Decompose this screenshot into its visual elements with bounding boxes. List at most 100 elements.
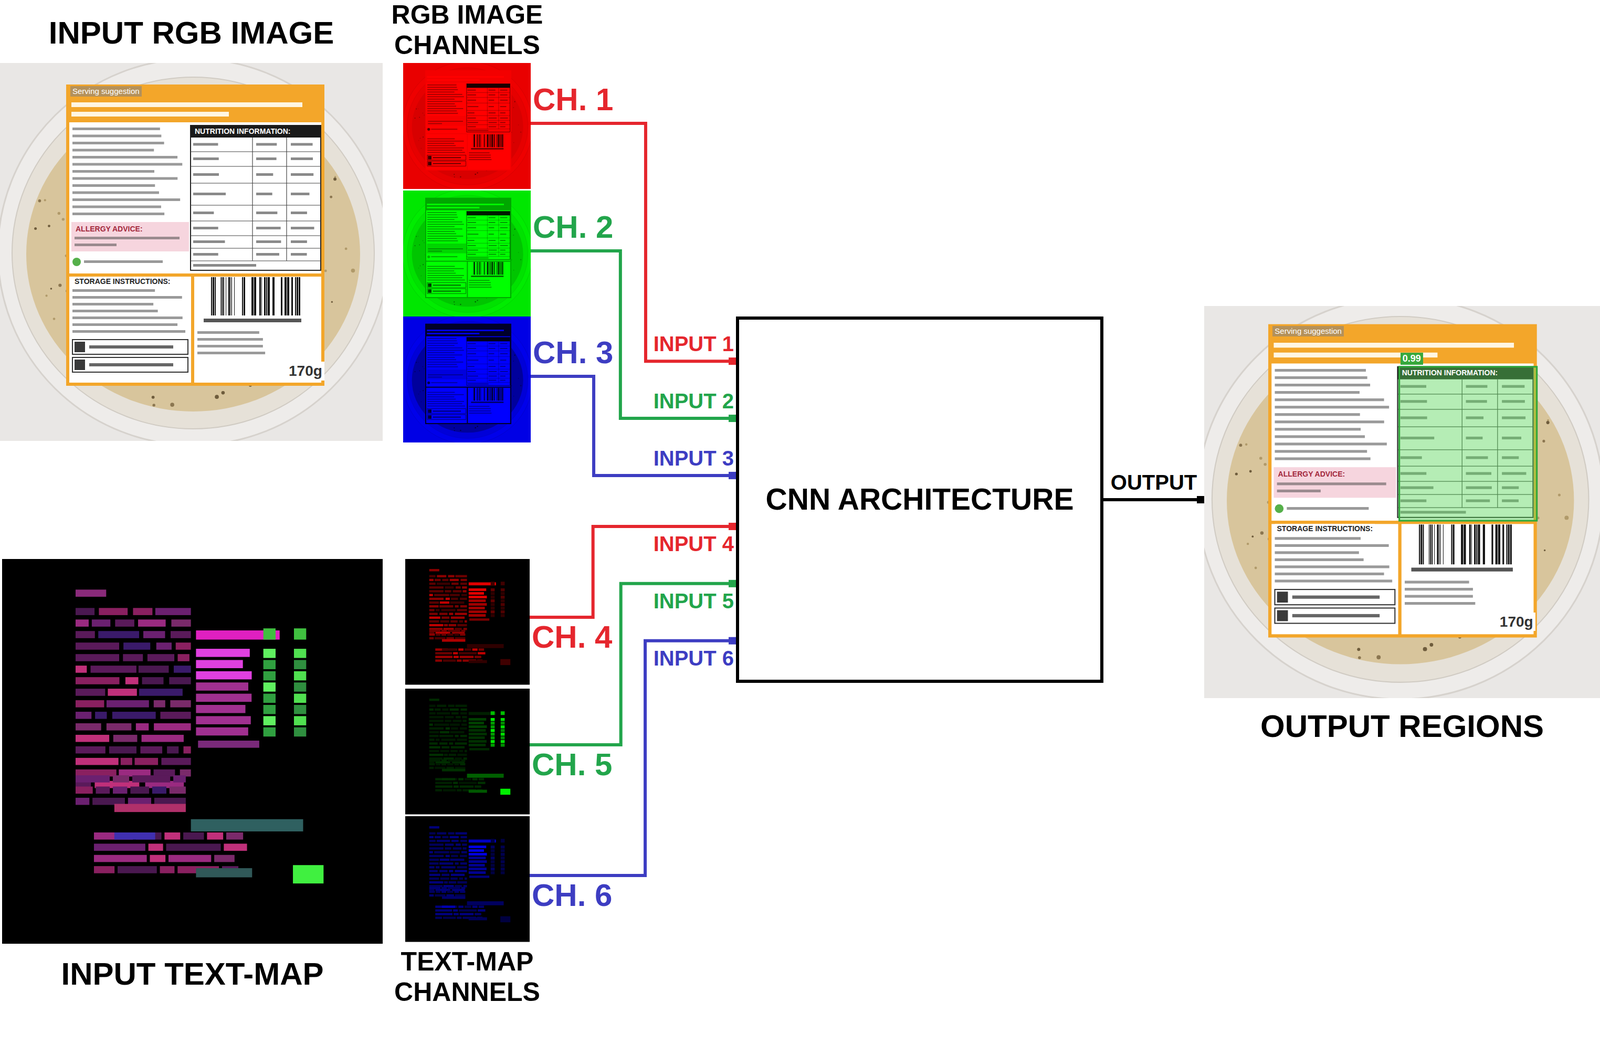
text-region <box>477 651 486 655</box>
barcode-bar <box>498 261 500 275</box>
ingredient-line <box>72 198 181 202</box>
table-rule <box>498 341 499 383</box>
text-region <box>464 648 472 651</box>
dip-speck <box>418 140 419 141</box>
producer-line <box>468 279 490 281</box>
barcode-bar <box>487 134 489 147</box>
table-cell-mark <box>488 222 496 224</box>
barcode-bar <box>231 277 233 316</box>
nutrition-header <box>466 337 511 342</box>
text-region <box>75 589 107 597</box>
text-region <box>429 620 440 623</box>
text-region <box>293 693 307 703</box>
ingredient-line <box>427 218 455 220</box>
ingredient-line <box>427 91 455 93</box>
vegetarian-icon <box>72 257 81 267</box>
barcode-bar <box>266 277 268 316</box>
barcode-bar <box>1429 524 1431 565</box>
text-region <box>75 688 105 697</box>
text-region <box>441 639 466 642</box>
table-rule <box>466 247 511 249</box>
recycle-icon <box>427 155 432 160</box>
ingredient-line <box>427 108 463 110</box>
nutrition-table <box>466 337 511 386</box>
recycle-box <box>1275 607 1396 624</box>
table-rule <box>466 124 511 125</box>
barcode-bar <box>476 261 477 275</box>
dip-speck <box>417 361 419 363</box>
table-cell-mark <box>500 99 508 101</box>
nutrition-header <box>466 83 511 89</box>
dip-speck <box>1564 515 1569 520</box>
table-cell-mark <box>467 217 477 219</box>
barcode-bar <box>487 134 488 147</box>
vegetarian-line <box>430 256 458 258</box>
barcode-digits <box>470 275 504 277</box>
table-rule <box>466 92 511 93</box>
dip-speck <box>44 198 47 202</box>
ingredient-line <box>72 134 162 138</box>
text-region <box>460 579 467 582</box>
storage-line <box>427 268 465 270</box>
table-rule <box>487 341 488 383</box>
ingredient-line <box>1275 391 1360 394</box>
table-cell-mark <box>290 240 308 244</box>
text-region <box>474 655 482 658</box>
ingredient-line <box>1275 449 1368 453</box>
text-region <box>443 659 456 662</box>
text-region <box>429 597 444 600</box>
producer-line <box>197 344 263 348</box>
text-region <box>293 628 307 640</box>
table-cell-mark <box>500 249 506 251</box>
table-cell-mark <box>488 112 496 114</box>
text-region <box>464 620 468 623</box>
table-cell-mark <box>488 233 494 235</box>
text-region <box>75 786 93 795</box>
dip-speck <box>417 235 419 237</box>
dip-speck <box>34 227 37 230</box>
storage-line <box>427 140 465 142</box>
table-cell-mark <box>290 253 308 256</box>
barcode-bar <box>501 387 503 401</box>
ingredient-line <box>427 216 458 218</box>
recycle-line <box>433 410 461 412</box>
storage-line <box>72 316 183 320</box>
dip-speck <box>170 402 175 407</box>
table-cell-mark <box>467 227 477 229</box>
label-panel <box>1271 523 1398 635</box>
barcode-bar <box>1502 524 1504 565</box>
text-region <box>75 607 95 616</box>
dip-speck <box>414 117 416 119</box>
barcode-bar <box>472 134 475 147</box>
text-region <box>75 746 106 754</box>
recycle-line <box>433 290 461 292</box>
barcode-bar <box>502 134 504 147</box>
text-region <box>120 758 133 766</box>
dip-speck <box>511 131 513 133</box>
text-region <box>436 582 450 585</box>
label-panel <box>426 336 511 387</box>
vegetarian-icon <box>427 128 430 131</box>
dip-speck <box>459 429 462 432</box>
dip-speck <box>417 108 419 109</box>
text-region <box>93 855 147 863</box>
table-rule <box>498 87 499 129</box>
table-cell-mark <box>256 173 273 176</box>
text-region <box>75 677 120 685</box>
barcode-bar <box>291 277 293 316</box>
dip-speck <box>414 371 416 373</box>
container-rim <box>403 190 531 317</box>
barcode-bar <box>499 387 501 401</box>
table-rule <box>466 251 511 253</box>
recycle-box <box>72 339 188 355</box>
table-cell-mark <box>290 143 313 146</box>
table-cell-mark <box>488 217 496 219</box>
storage-line <box>427 398 456 400</box>
photo-clip <box>0 62 383 441</box>
text-region <box>441 633 447 636</box>
dip-speck <box>422 390 424 392</box>
text-region <box>195 659 243 669</box>
text-region <box>490 592 496 596</box>
barcode-bar <box>1471 524 1472 565</box>
dip-speck <box>1543 549 1546 552</box>
